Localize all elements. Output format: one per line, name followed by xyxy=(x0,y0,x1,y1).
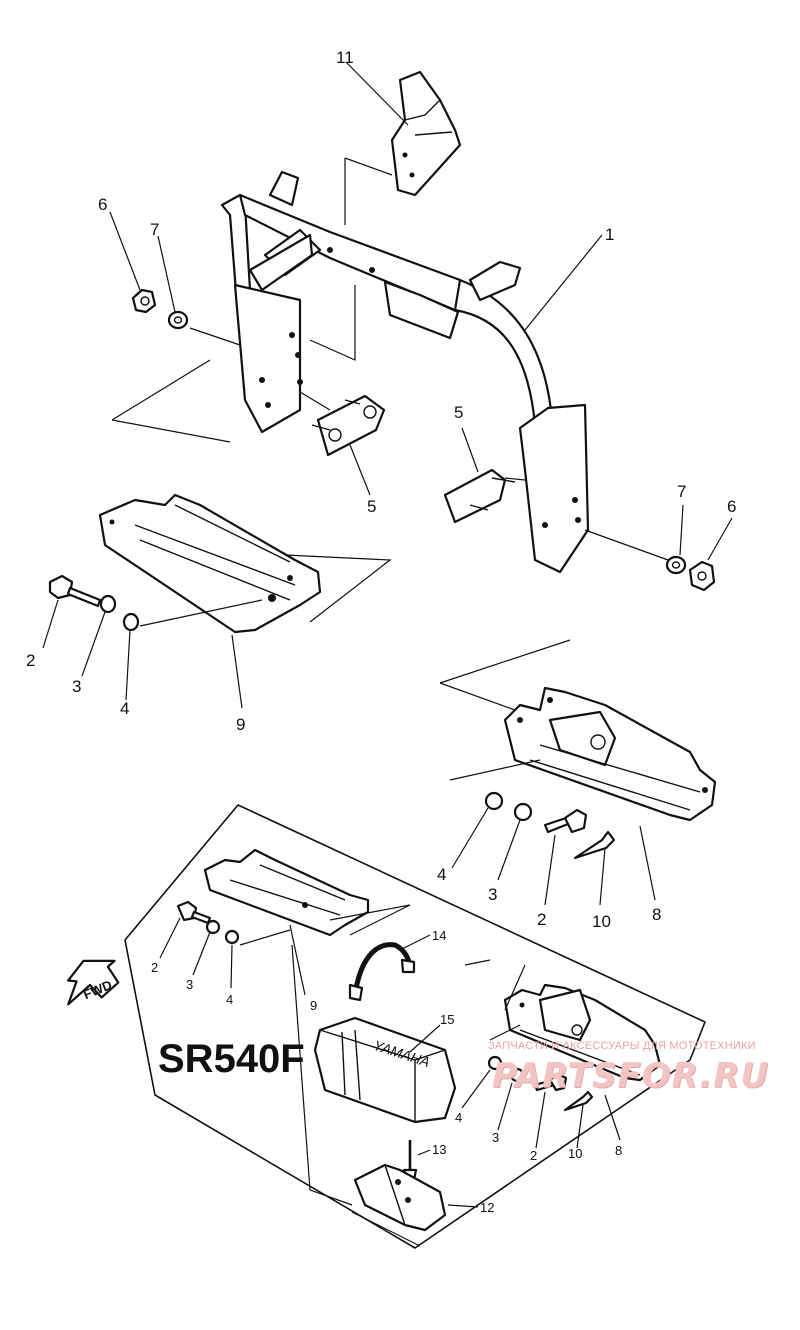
inset-fwd-arrow xyxy=(66,959,120,1006)
part-2-bolt-right xyxy=(543,808,588,834)
part-9-bracket xyxy=(98,493,322,634)
callout-11: 11 xyxy=(336,48,354,67)
watermark-tagline: ЗАПЧАСТИ И АКСЕССУАРЫ ДЛЯ МОТОТЕХНИКИ xyxy=(488,1040,756,1052)
inset-callout-8: 8 xyxy=(615,1143,622,1158)
inset-callout-4b: 4 xyxy=(455,1110,462,1125)
part-3-washer-right xyxy=(513,802,533,822)
callout-10: 10 xyxy=(592,912,611,931)
inset-model-label: SR540F xyxy=(158,1037,305,1081)
inset-part-3b-washer xyxy=(509,1067,525,1083)
inset-callout-2b: 2 xyxy=(530,1148,537,1163)
callout-4-left: 4 xyxy=(120,699,129,718)
part-11-bracket xyxy=(390,70,462,197)
part-3-washer-left xyxy=(99,594,117,614)
inset-callout-10: 10 xyxy=(568,1146,582,1161)
inset-callout-3: 3 xyxy=(186,977,193,992)
inset-part-2b-bolt xyxy=(533,1072,568,1092)
callout-9: 9 xyxy=(236,715,245,734)
inset-part-9 xyxy=(203,848,370,937)
part-7-washer-right xyxy=(665,555,687,575)
part-4-washer-right xyxy=(484,791,504,811)
part-4-washer-left xyxy=(122,612,140,632)
inset-callout-14: 14 xyxy=(432,928,446,943)
inset-part-10-pin xyxy=(563,1090,594,1112)
part-5-plate-right xyxy=(443,468,516,524)
callout-6-right: 6 xyxy=(727,497,736,516)
callout-7-right: 7 xyxy=(677,482,686,501)
inset-callout-4: 4 xyxy=(226,992,233,1007)
inset-callout-13: 13 xyxy=(432,1142,446,1157)
inset-part-15-battery xyxy=(313,1016,457,1124)
part-10-pin xyxy=(573,830,616,860)
callout-6-left: 6 xyxy=(98,195,107,214)
callout-3-right: 3 xyxy=(488,885,497,904)
part-7-washer-left xyxy=(167,310,189,330)
callout-2-right: 2 xyxy=(537,910,546,929)
part-6-nut-left xyxy=(131,288,157,314)
inset-part-4-washer xyxy=(224,929,240,945)
inset-part-4b-washer xyxy=(487,1055,503,1071)
inset-frame xyxy=(124,804,706,1249)
callout-5-left: 5 xyxy=(367,497,376,516)
callout-5-right: 5 xyxy=(454,403,463,422)
callout-3-left: 3 xyxy=(72,677,81,696)
part-5-plate-left xyxy=(311,394,386,457)
part-2-bolt-left xyxy=(48,574,102,608)
inset-part-12-bracket xyxy=(353,1163,447,1232)
callout-1: 1 xyxy=(605,225,614,244)
inset-part-3-washer xyxy=(205,919,221,935)
callout-8: 8 xyxy=(652,905,661,924)
watermark-brand-logo: PARTSFOR.RU xyxy=(492,1056,770,1096)
callout-4-right: 4 xyxy=(437,865,446,884)
inset-callout-3b: 3 xyxy=(492,1130,499,1145)
inset-callout-12: 12 xyxy=(480,1200,494,1215)
inset-callout-15: 15 xyxy=(440,1012,454,1027)
part-8-bracket xyxy=(503,686,717,822)
inset-part-2-bolt xyxy=(176,900,212,925)
callout-7-left: 7 xyxy=(150,220,159,239)
part-6-nut-right xyxy=(688,560,716,592)
inset-part-14-wire xyxy=(348,942,416,1002)
inset-part-8 xyxy=(503,983,662,1082)
callout-2-left: 2 xyxy=(26,651,35,670)
part-1-frame xyxy=(220,170,590,574)
inset-callout-2: 2 xyxy=(151,960,158,975)
inset-callout-9: 9 xyxy=(310,998,317,1013)
